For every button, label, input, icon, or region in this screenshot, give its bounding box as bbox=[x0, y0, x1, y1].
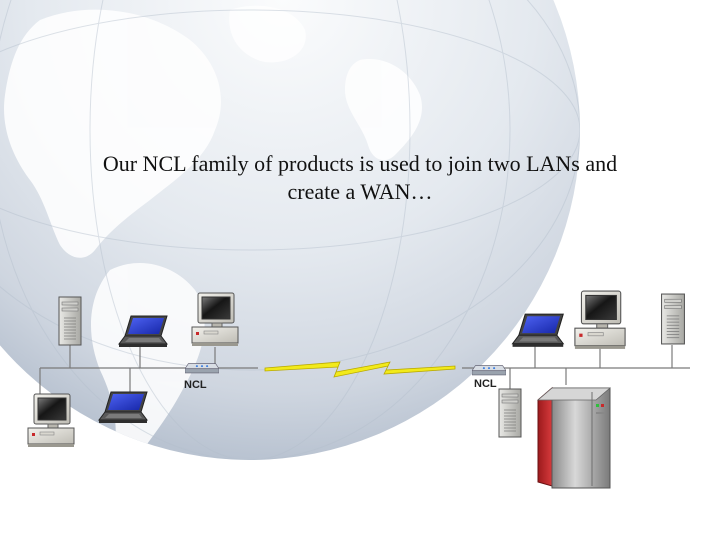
right-ncl-label: NCL bbox=[474, 378, 497, 390]
left-tower-server bbox=[58, 296, 82, 346]
caption: Our NCL family of products is used to jo… bbox=[40, 150, 680, 206]
left-ncl-router bbox=[185, 363, 219, 374]
right-tower-server-top bbox=[660, 293, 686, 345]
wan-link-lightning bbox=[264, 361, 456, 378]
left-desktop-top bbox=[191, 292, 239, 347]
continent-greenland bbox=[229, 5, 306, 63]
caption-line-1: Our NCL family of products is used to jo… bbox=[102, 151, 618, 176]
continent-europe-africa bbox=[345, 59, 422, 161]
left-laptop-bottom bbox=[98, 391, 148, 424]
caption-line-2: create a WAN… bbox=[287, 179, 433, 204]
left-ncl-label: NCL bbox=[184, 379, 207, 391]
mainframe-server bbox=[536, 386, 612, 489]
right-tower-server-bottom bbox=[498, 388, 522, 438]
right-ncl-router bbox=[472, 365, 506, 376]
right-desktop bbox=[574, 290, 626, 350]
right-laptop bbox=[512, 313, 564, 348]
left-desktop-bottom bbox=[27, 393, 75, 448]
continent-north-america bbox=[4, 9, 221, 258]
left-laptop-top bbox=[118, 315, 168, 348]
